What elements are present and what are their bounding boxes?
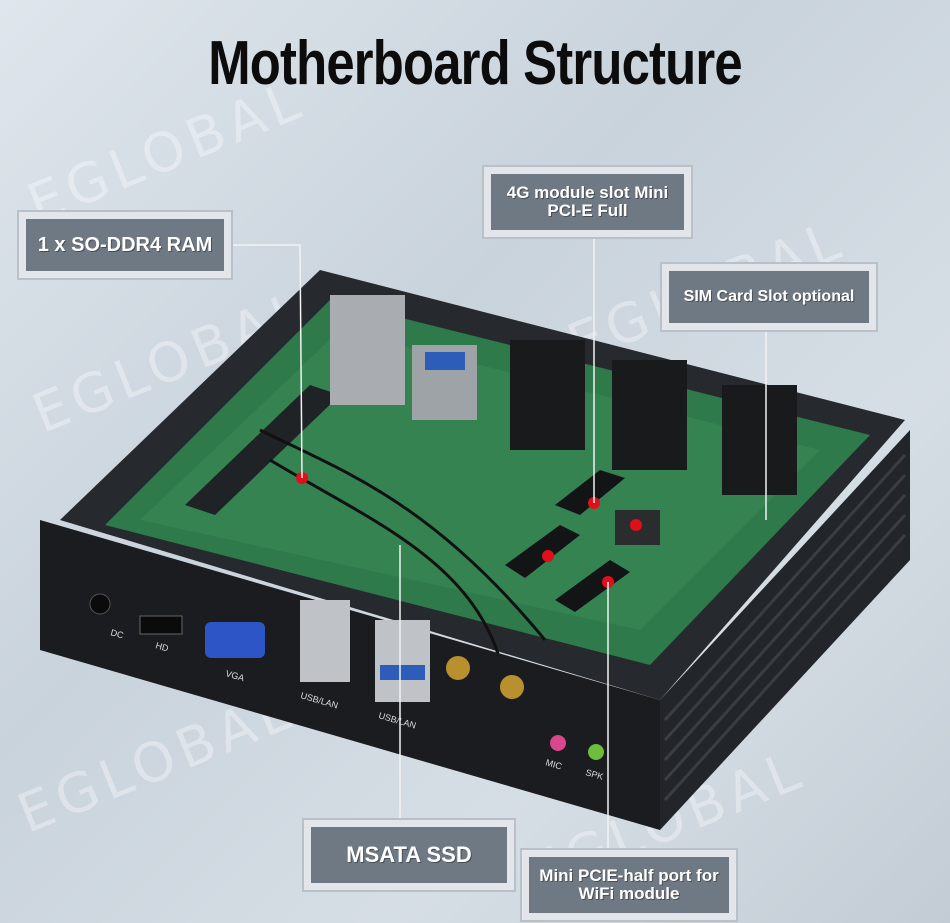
callout-ram-label: 1 x SO-DDR4 RAM (26, 219, 224, 271)
port-label-spk: SPK (584, 767, 604, 782)
antenna-connector (500, 675, 524, 699)
page-title: Motherboard Structure (208, 29, 742, 98)
port-label-mic: MIC (544, 757, 563, 771)
mini-pcie-full-slot (555, 470, 625, 515)
component-tower (510, 340, 585, 450)
case-side-fins (660, 430, 910, 830)
dc-jack (89, 593, 111, 615)
mic-jack (550, 735, 566, 751)
port-label-hd: HD (154, 640, 170, 653)
lan-port-block (330, 295, 405, 405)
antenna-connector (446, 656, 470, 680)
mini-pcie-half-slot (555, 560, 630, 612)
port-label-dc: DC (109, 627, 125, 640)
antenna-cable (259, 428, 547, 641)
spk-jack (588, 744, 604, 760)
callout-msata-label: MSATA SSD (311, 827, 507, 883)
antenna-cable (269, 458, 502, 661)
callout-sim: SIM Card Slot optional (660, 262, 878, 332)
msata-slot (505, 525, 580, 578)
leader-line (232, 244, 303, 479)
component-tower (612, 360, 687, 470)
marker-dot (630, 519, 642, 531)
usb-lan-port (375, 620, 430, 702)
callout-ram: 1 x SO-DDR4 RAM (17, 210, 233, 280)
component-tower (722, 385, 797, 495)
callout-msata: MSATA SSD (302, 818, 516, 892)
callout-wifi-label: Mini PCIE-half port for WiFi module (529, 857, 729, 913)
usb-lan-port (300, 600, 350, 682)
callout-4g-module: 4G module slot Mini PCI-E Full (482, 165, 693, 239)
callout-wifi: Mini PCIE-half port for WiFi module (520, 848, 738, 922)
callout-sim-label: SIM Card Slot optional (669, 271, 869, 323)
callout-4g-module-label: 4G module slot Mini PCI-E Full (491, 174, 684, 230)
vga-port (205, 622, 265, 658)
marker-dot (542, 550, 554, 562)
hdmi-port (139, 615, 183, 635)
